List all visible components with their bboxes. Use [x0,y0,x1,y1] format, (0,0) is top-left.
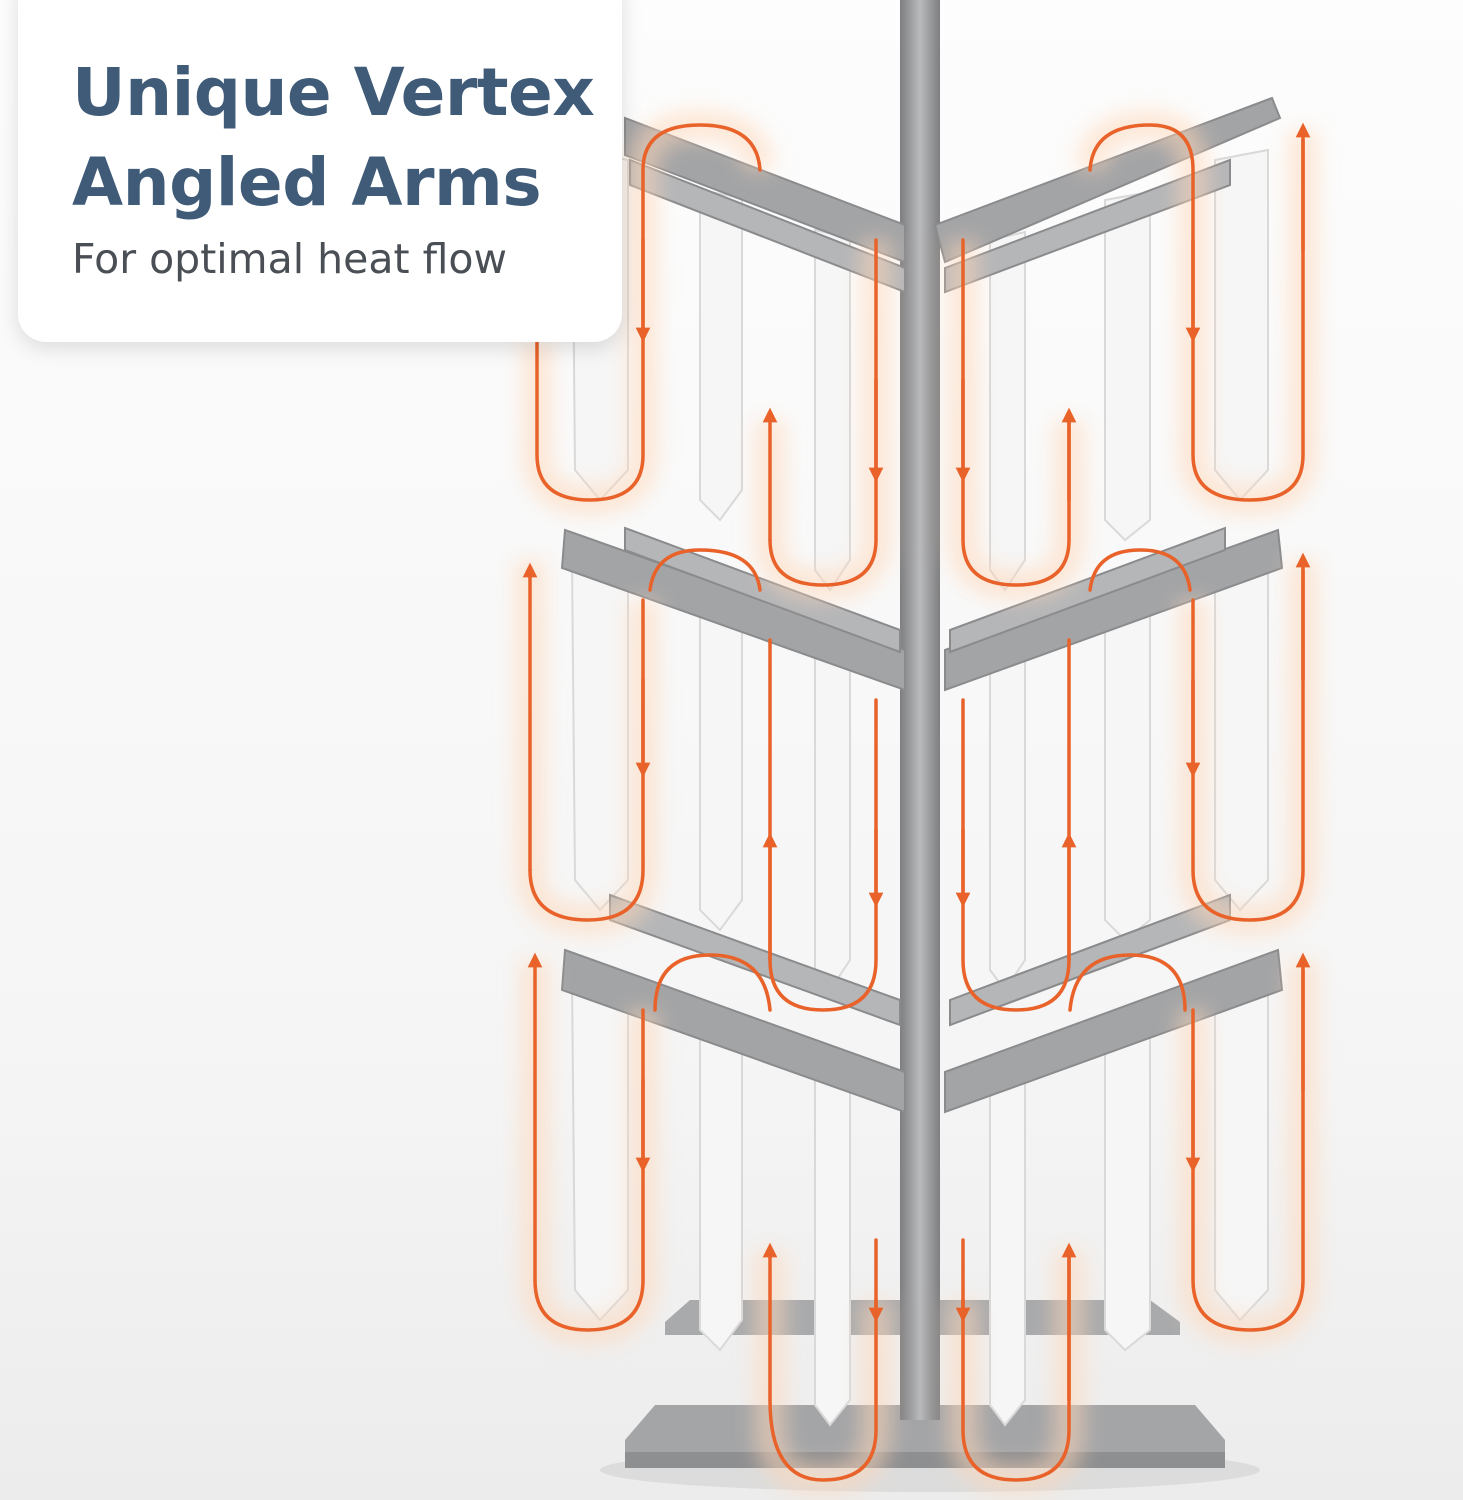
feature-callout-card: Unique Vertex Angled Arms For optimal he… [18,0,622,342]
feature-subtitle: For optimal heat flow [72,235,508,283]
feature-title-line-2: Angled Arms [72,144,542,221]
hanging-towels [570,148,1269,1427]
feature-title: Unique Vertex Angled Arms [72,48,622,228]
feature-title-line-1: Unique Vertex [72,54,595,131]
heat-flow-arrows [522,122,1311,1482]
center-pole [900,0,940,1420]
